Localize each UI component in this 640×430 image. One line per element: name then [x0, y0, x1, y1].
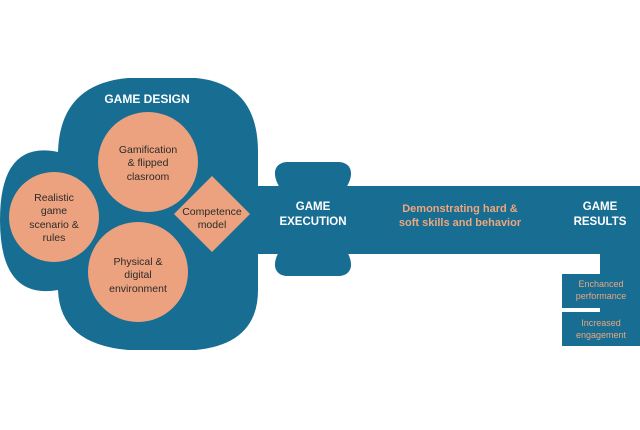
- circle-gamification: [98, 112, 198, 212]
- design-elements: [9, 112, 250, 322]
- label-game-execution: GAME EXECUTION: [279, 201, 347, 228]
- label-realistic-scenario: Realistic game scenario & rules: [29, 192, 79, 245]
- label-game-design: GAME DESIGN: [104, 92, 190, 106]
- label-game-results: GAME RESULTS: [573, 201, 627, 228]
- label-shaft: Demonstrating hard & soft skills and beh…: [398, 203, 522, 230]
- diamond-competence: [174, 176, 250, 252]
- circle-environment: [88, 222, 188, 322]
- label-competence-model: Competence model: [182, 206, 242, 232]
- label-enhanced-performance: Enchanced performance: [575, 279, 627, 301]
- key-tooth-upper: [562, 274, 640, 308]
- circle-realistic-scenario: [9, 172, 99, 262]
- label-increased-engagement: Increased engagement: [575, 318, 627, 340]
- label-gamification: Gamification & flipped clasroom: [118, 144, 178, 183]
- key-tooth-lower: [562, 312, 640, 346]
- key-shaft: [340, 186, 640, 254]
- label-environment: Physical & digital environment: [109, 256, 167, 295]
- key-collar-shape: [272, 162, 354, 276]
